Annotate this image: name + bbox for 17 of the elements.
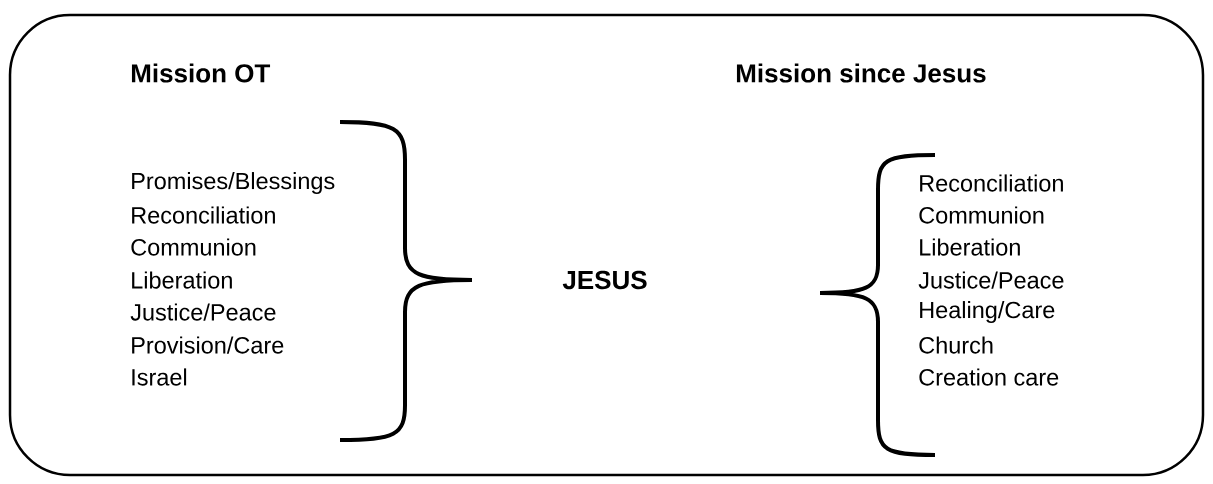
list-item: Israel — [132, 368, 187, 386]
list-item: Healing/Care — [920, 301, 1055, 323]
list-item: Reconciliation — [920, 174, 1063, 192]
center-label: JESUS — [562, 270, 647, 290]
list-item: Church — [919, 336, 993, 354]
list-item: Justice/Peace — [918, 271, 1064, 289]
list-item: Reconciliation — [132, 206, 275, 224]
list-item: Creation care — [919, 368, 1059, 386]
list-item: Communion — [131, 238, 256, 256]
list-item: Promises/Blessings — [132, 172, 335, 194]
column-heading: Mission OT — [131, 63, 271, 83]
column-heading: Mission since Jesus — [736, 63, 986, 83]
list-item: Communion — [919, 206, 1044, 224]
list-item: Liberation — [132, 271, 232, 289]
list-item: Liberation — [920, 238, 1020, 256]
list-item: Provision/Care — [132, 336, 284, 354]
list-item: Justice/Peace — [130, 303, 276, 321]
